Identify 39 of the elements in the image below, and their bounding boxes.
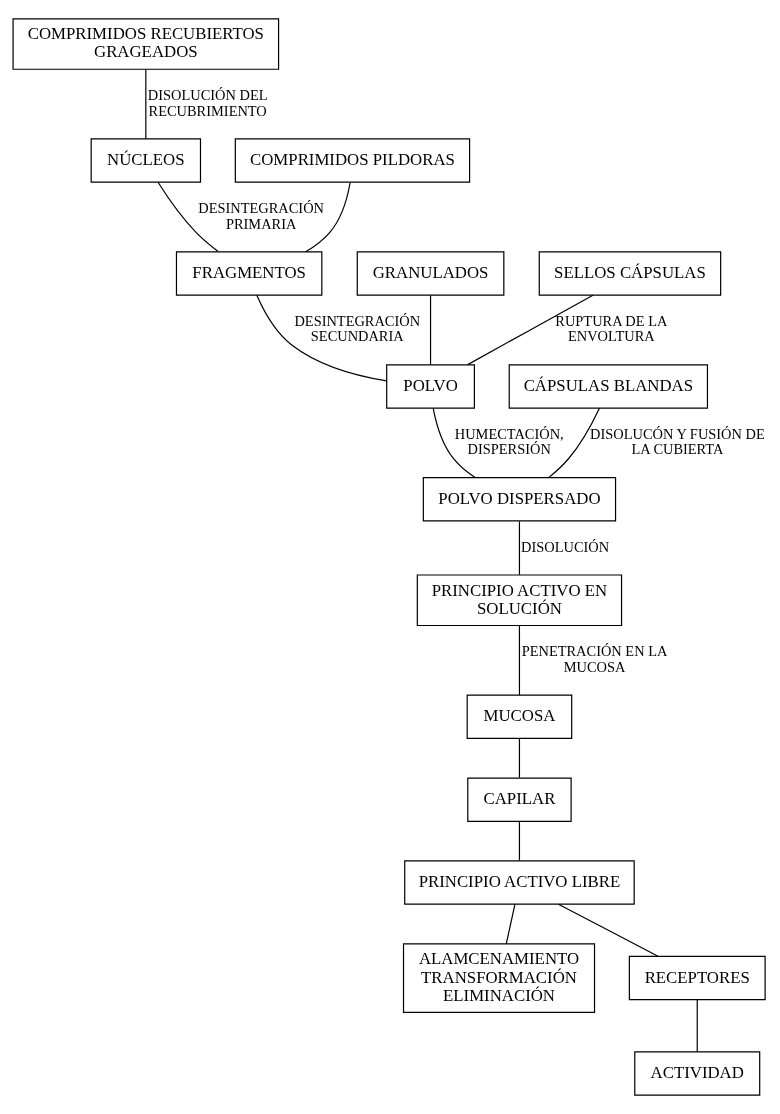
connector [518, 738, 521, 779]
edge-label: DESINTEGRACIÓN PRIMARIA [198, 199, 324, 232]
node-box: PRINCIPIO ACTIVO EN SOLUCIÓN [416, 574, 623, 627]
node-box: ACTIVIDAD [634, 1051, 761, 1096]
edge-label: DISOLUCIÓN [521, 538, 610, 555]
node-box: COMPRIMIDOS PILDORAS [234, 138, 471, 183]
connector [548, 407, 601, 479]
node-box: POLVO DISPERSADO [422, 477, 617, 522]
node-box: MUCOSA [466, 694, 573, 739]
node-box: CÁPSULAS BLANDAS [508, 364, 709, 409]
node-box: NÚCLEOS [90, 138, 202, 183]
connector [305, 181, 351, 253]
connector [696, 999, 698, 1053]
edge-label: HUMECTACIÓN, DISPERSIÓN [454, 425, 564, 458]
connector [432, 407, 476, 479]
edge-label: DESINTEGRACIÓN SECUNDARIA [294, 312, 421, 345]
connector [467, 294, 594, 366]
connector [505, 903, 516, 945]
node-box: ALAMCENAMIENTO TRANSFORMACIÓN ELIMINACIÓN [402, 943, 596, 1013]
node-box: CAPILAR [467, 777, 572, 822]
connector [518, 520, 521, 576]
node-box: FRAGMENTOS [175, 251, 323, 296]
node-box: GRANULADOS [356, 251, 505, 296]
connector [157, 181, 219, 253]
connector [256, 294, 388, 382]
node-box: PRINCIPIO ACTIVO LIBRE [404, 860, 635, 905]
node-box: RECEPTORES [628, 955, 766, 1001]
connector [518, 821, 521, 861]
node-box: POLVO [386, 364, 475, 409]
edge-label: PENETRACIÓN EN LA MUCOSA [521, 643, 668, 675]
edge-label: DISOLUCIÓN DEL RECUBRIMIENTO [147, 87, 268, 119]
connector [518, 625, 521, 696]
edge-label: RUPTURA DE LA ENVOLTURA [555, 312, 668, 345]
node-box: SELLOS CÁPSULAS [538, 251, 722, 296]
connector [557, 903, 659, 957]
edge-label: DISOLUCÓN Y FUSIÓN DE LA CUBIERTA [590, 425, 765, 458]
connector [429, 294, 432, 366]
connector [145, 68, 147, 140]
node-box: COMPRIMIDOS RECUBIERTOS GRAGEADOS [12, 18, 280, 70]
